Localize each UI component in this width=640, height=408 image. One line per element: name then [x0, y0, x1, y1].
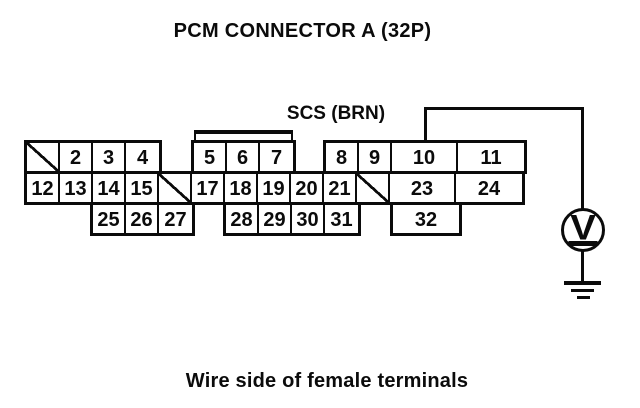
pin-cell-5: 5	[194, 143, 227, 171]
pin-cell-22-blank	[357, 174, 390, 202]
pin-cell-23: 23	[390, 174, 456, 202]
pin-cell-4: 4	[136, 146, 149, 169]
pin-block-row3-right: 32	[390, 202, 462, 236]
pin-cell-13: 13	[60, 174, 93, 202]
voltmeter-icon: V	[561, 208, 605, 252]
pin-cell-19: 19	[258, 174, 291, 202]
ground-bar-bottom	[577, 296, 590, 299]
pin-cell-11: 11	[480, 146, 502, 169]
wire-segment-vertical-pin10	[424, 107, 427, 143]
pin-cell-21: 21	[324, 174, 357, 202]
pin-cell-15: 15	[126, 174, 159, 202]
wire-segment-vertical-to-meter	[581, 107, 584, 209]
pin-cell-28: 28	[226, 205, 259, 233]
pin-cell-1-blank	[27, 143, 60, 171]
pin-cell-9: 9	[359, 143, 392, 171]
pin-cell-3: 3	[93, 143, 126, 171]
pin-block-row1-right: 8 9 10 11	[323, 140, 527, 174]
voltmeter-base-bar	[568, 241, 598, 246]
pin-cell-6: 6	[227, 143, 260, 171]
pin-cell-31: 31	[330, 208, 353, 231]
diagram-caption: Wire side of female terminals	[185, 370, 469, 392]
pin-cell-8: 8	[326, 143, 359, 171]
voltmeter-circle	[561, 208, 605, 252]
pin-cell-25: 25	[93, 205, 126, 233]
pin-cell-24: 24	[477, 177, 501, 200]
pin-cell-14: 14	[93, 174, 126, 202]
pin-cell-26: 26	[126, 205, 159, 233]
pin-block-row2: 12 13 14 15 17 18 19 20 21 23 24	[24, 171, 525, 205]
wire-signal-label: SCS (BRN)	[286, 103, 386, 124]
wire-segment-horizontal	[424, 107, 584, 110]
ground-bar-middle	[571, 289, 594, 292]
pin-cell-20: 20	[291, 174, 324, 202]
pin-cell-17: 17	[192, 174, 225, 202]
pin-block-row3-middle: 28 29 30 31	[223, 202, 361, 236]
pin-cell-2: 2	[60, 143, 93, 171]
pin-cell-32: 32	[414, 208, 438, 231]
pin-cell-7: 7	[270, 146, 283, 169]
ground-bar-top	[564, 281, 601, 285]
pin-cell-12: 12	[27, 174, 60, 202]
pin-cell-16-blank	[159, 174, 192, 202]
pin-block-row3-left: 25 26 27	[90, 202, 195, 236]
diagram-title: PCM CONNECTOR A (32P)	[173, 20, 432, 42]
pin-cell-10: 10	[392, 143, 458, 171]
pin-cell-29: 29	[259, 205, 292, 233]
pin-block-row1-middle: 5 6 7	[191, 140, 296, 174]
pin-cell-27: 27	[164, 208, 187, 231]
wire-segment-meter-to-ground	[581, 250, 584, 283]
pin-cell-18: 18	[225, 174, 258, 202]
pin-cell-30: 30	[292, 205, 325, 233]
voltmeter-v-glyph: V	[570, 208, 596, 247]
pin-block-row1-left: 2 3 4	[24, 140, 162, 174]
